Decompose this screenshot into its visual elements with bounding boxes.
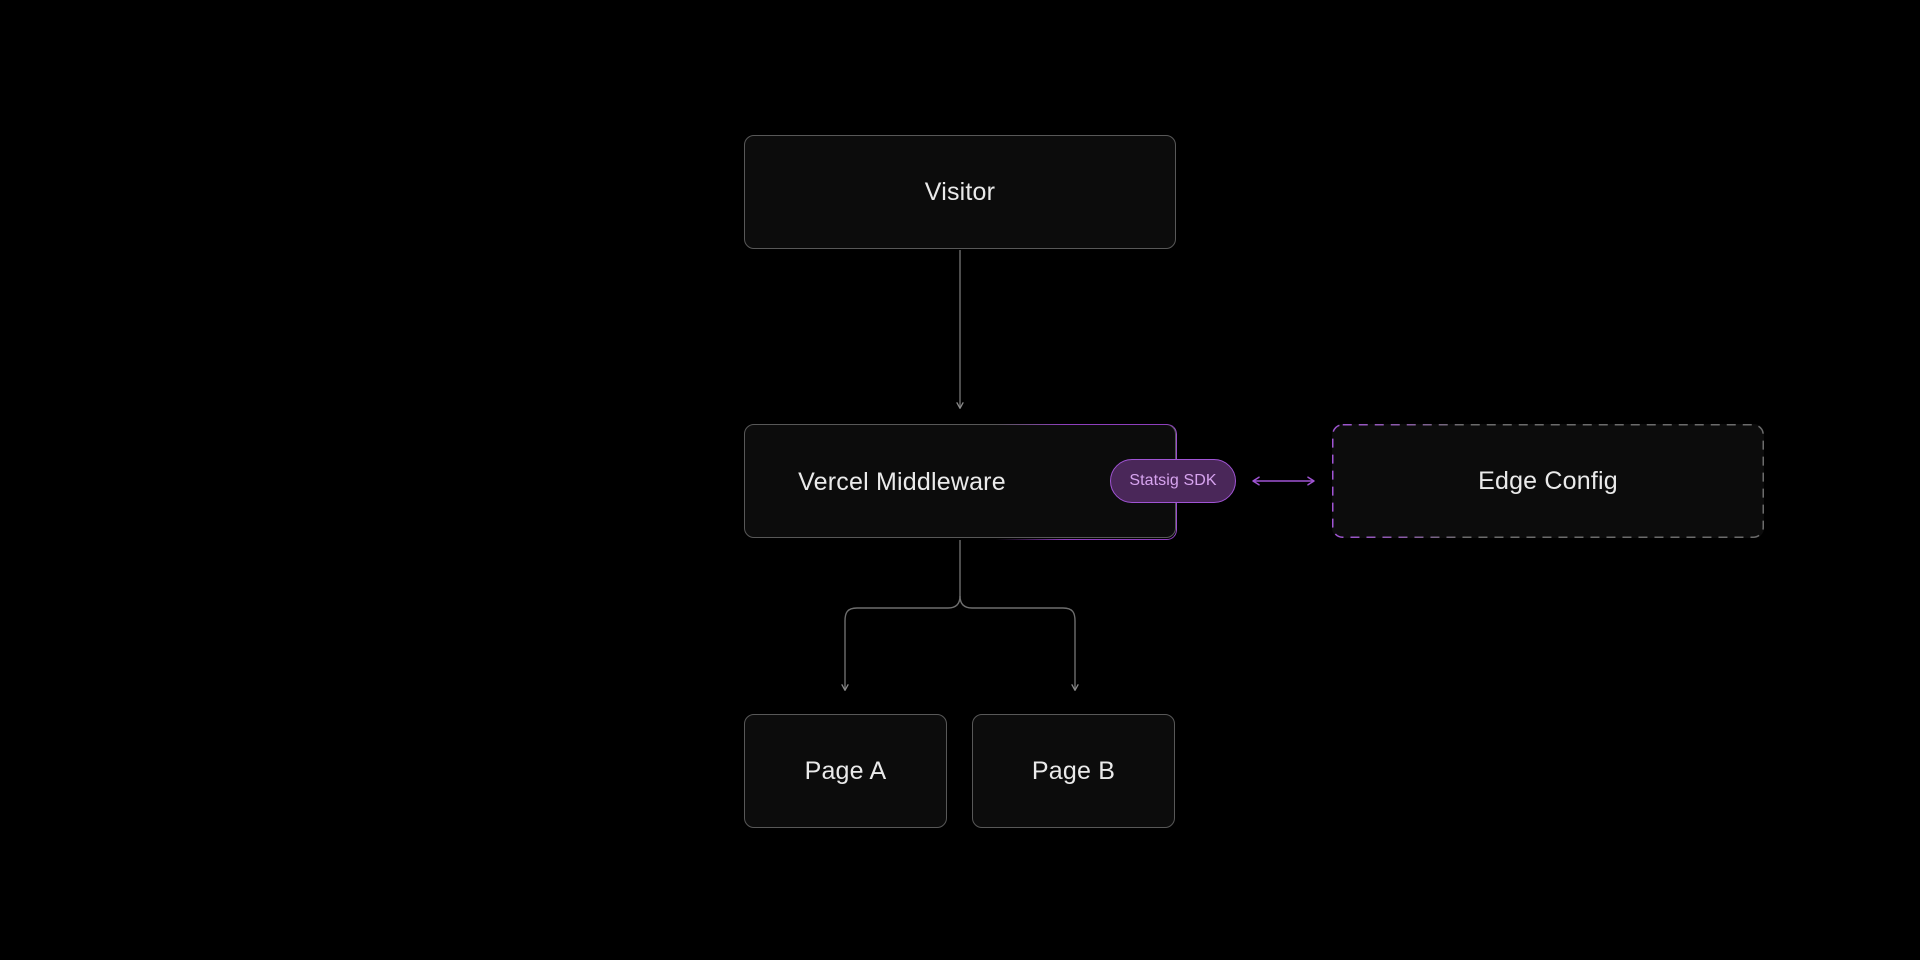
node-edge-config[interactable]: Edge Config — [1332, 424, 1764, 538]
badge-statsig-sdk-label: Statsig SDK — [1129, 472, 1217, 489]
node-edge-config-label: Edge Config — [1478, 466, 1618, 495]
badge-statsig-sdk[interactable]: Statsig SDK — [1110, 459, 1236, 503]
edge-middleware-to-page-b — [959, 595, 1079, 691]
edge-middleware-to-page-a — [841, 595, 961, 691]
node-page-b[interactable]: Page B — [972, 714, 1175, 828]
middleware-label-wrap: Vercel Middleware — [745, 425, 1177, 539]
node-page-a[interactable]: Page A — [744, 714, 947, 828]
node-page-b-label: Page B — [1031, 756, 1116, 785]
node-vercel-middleware-label: Vercel Middleware — [798, 467, 1006, 496]
node-page-a-label: Page A — [804, 756, 887, 785]
node-visitor[interactable]: Visitor — [744, 135, 1176, 249]
node-visitor-label: Visitor — [924, 177, 996, 206]
